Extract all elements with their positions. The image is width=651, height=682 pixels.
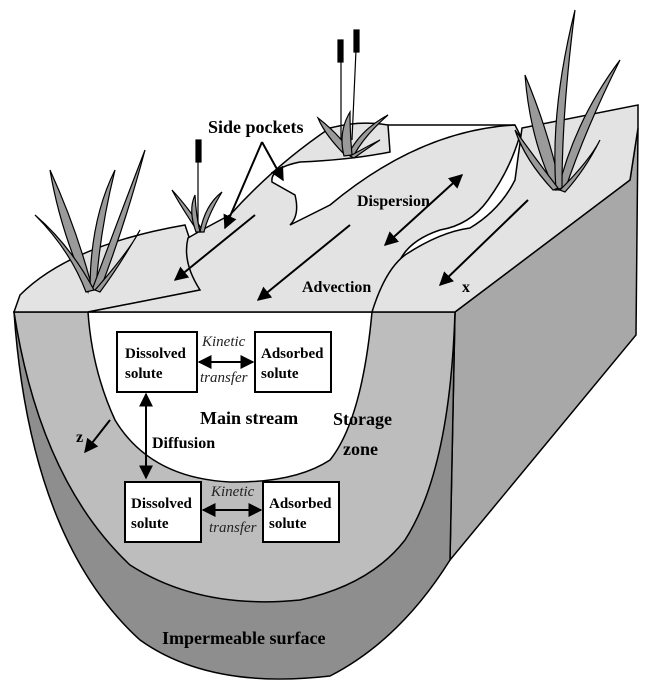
lower-kinetic-label: Kinetic xyxy=(210,484,255,500)
upper-dissolved-solute-box xyxy=(117,332,197,392)
lower-dissolved-line2: solute xyxy=(131,516,169,532)
lower-transfer-label: transfer xyxy=(209,520,257,536)
storage-zone-label-line2: zone xyxy=(343,439,378,459)
impermeable-surface-label: Impermeable surface xyxy=(162,628,325,648)
dispersion-label: Dispersion xyxy=(357,193,430,210)
z-axis-label: z xyxy=(76,429,83,446)
upper-transfer-label: transfer xyxy=(200,370,248,386)
x-axis-label: x xyxy=(462,279,470,296)
diffusion-label: Diffusion xyxy=(152,435,215,452)
lower-dissolved-solute-box xyxy=(125,482,201,542)
upper-kinetic-label: Kinetic xyxy=(201,334,246,350)
upper-dissolved-line1: Dissolved xyxy=(125,346,187,362)
lower-adsorbed-solute-box xyxy=(263,482,339,542)
side-pockets-label: Side pockets xyxy=(208,117,304,137)
lower-adsorbed-line2: solute xyxy=(269,516,307,532)
upper-adsorbed-line1: Adsorbed xyxy=(261,346,324,362)
lower-dissolved-line1: Dissolved xyxy=(131,496,193,512)
advection-label: Advection xyxy=(302,279,371,296)
lower-adsorbed-line1: Adsorbed xyxy=(269,496,332,512)
plant-mid-left xyxy=(172,140,222,232)
upper-adsorbed-line2: solute xyxy=(261,366,299,382)
main-stream-label: Main stream xyxy=(200,408,298,428)
upper-adsorbed-solute-box xyxy=(255,332,331,392)
storage-zone-label-line1: Storage xyxy=(333,409,392,429)
upper-dissolved-line2: solute xyxy=(125,366,163,382)
